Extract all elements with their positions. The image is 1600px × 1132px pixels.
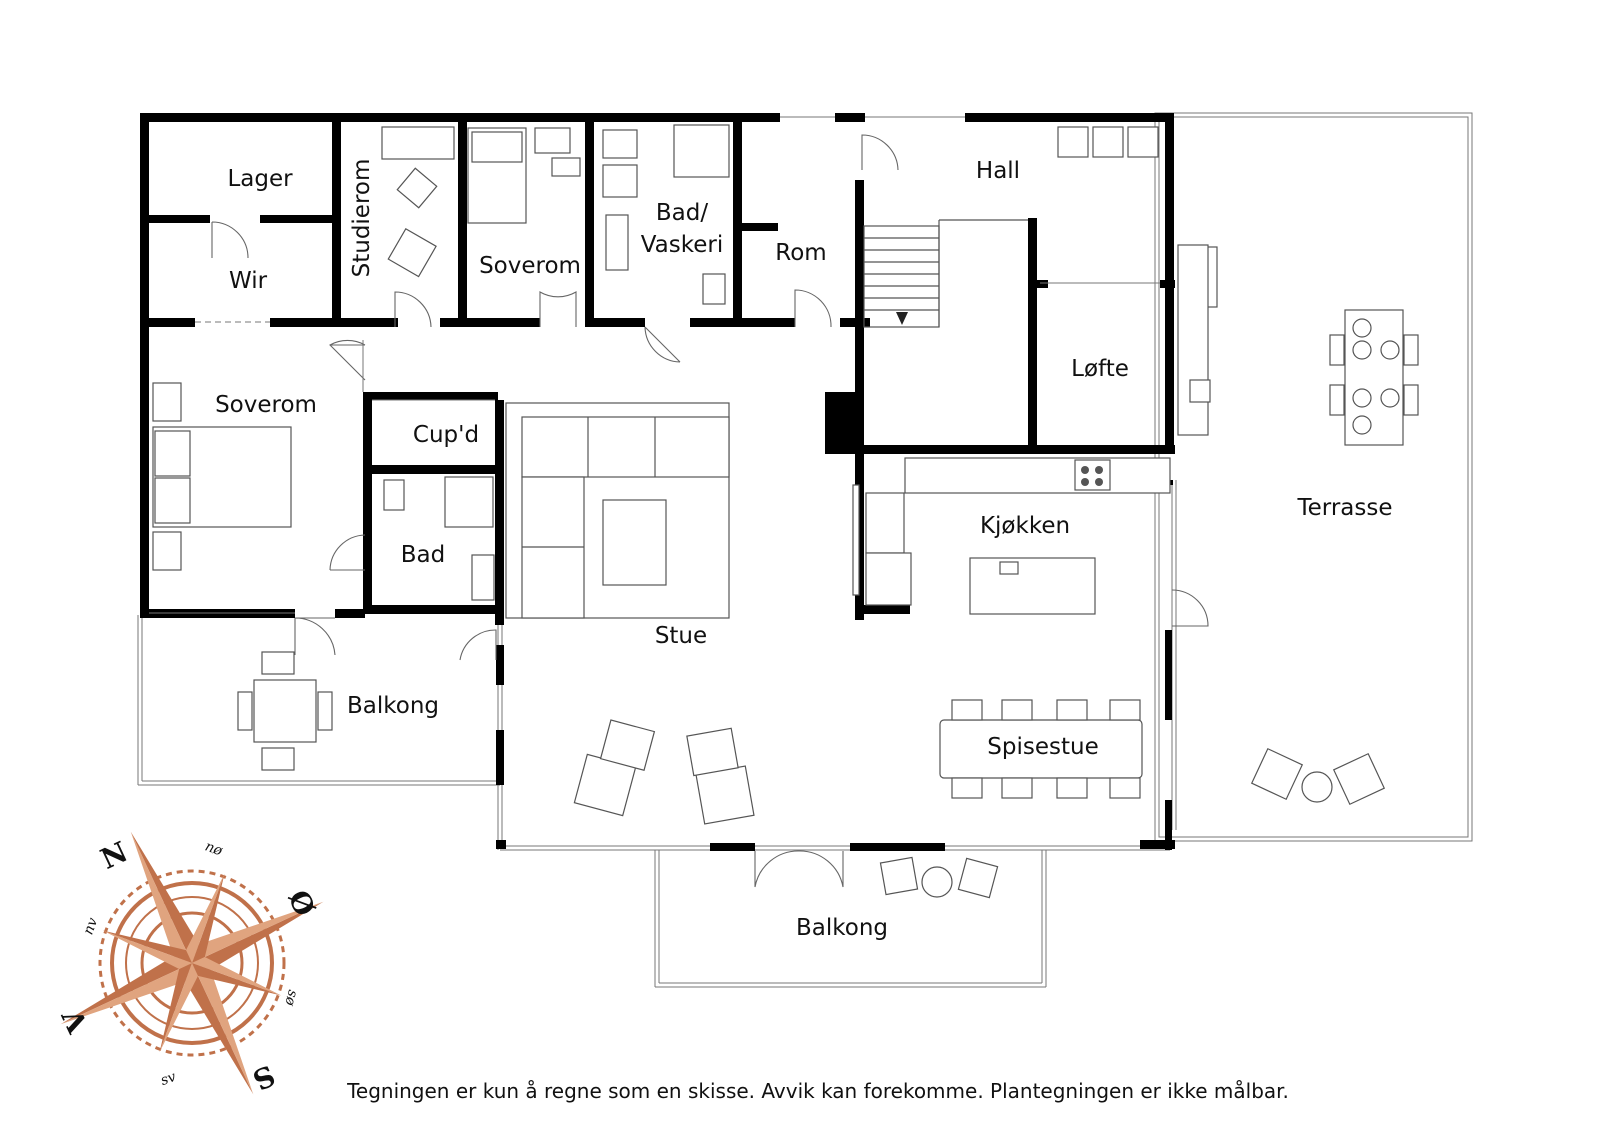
furniture	[152, 124, 1419, 899]
stairs	[863, 219, 1028, 328]
label-wir: Wir	[229, 268, 268, 294]
glass-walls	[137, 112, 1473, 988]
label-soverom-top: Soverom	[479, 253, 581, 279]
compass-northeast: nø	[203, 838, 225, 859]
room-labels: Lager Wir Studierom Soverom Bad/ Vaskeri…	[215, 158, 1392, 941]
label-lofte: Løfte	[1071, 356, 1129, 382]
compass-northwest: nv	[81, 916, 102, 937]
compass-north: N	[96, 835, 133, 876]
label-soverom-left: Soverom	[215, 392, 317, 418]
label-bad: Bad	[401, 542, 445, 568]
label-bad-vaskeri-2: Vaskeri	[641, 232, 724, 258]
label-kjokken: Kjøkken	[980, 513, 1070, 539]
compass-southeast: sø	[281, 988, 301, 1008]
windows	[149, 116, 1160, 614]
label-stue: Stue	[655, 623, 707, 649]
doors	[211, 134, 1209, 888]
label-balkong-bottom: Balkong	[796, 915, 888, 941]
disclaimer-caption: Tegningen er kun å regne som en skisse. …	[346, 1079, 1289, 1103]
label-studierom: Studierom	[349, 159, 375, 278]
label-balkong-left: Balkong	[347, 693, 439, 719]
label-rom: Rom	[775, 240, 826, 266]
label-lager: Lager	[227, 166, 293, 192]
compass-southwest: sv	[159, 1069, 179, 1089]
compass-rose-icon: N Ø S V nø sø sv nv	[55, 831, 324, 1097]
label-cupd: Cup'd	[413, 422, 479, 448]
label-terrasse: Terrasse	[1296, 495, 1392, 521]
compass-south: S	[248, 1058, 280, 1096]
label-hall: Hall	[976, 158, 1020, 184]
label-bad-vaskeri-1: Bad/	[656, 200, 708, 226]
walls	[140, 113, 1175, 851]
label-spisestue: Spisestue	[987, 734, 1098, 760]
